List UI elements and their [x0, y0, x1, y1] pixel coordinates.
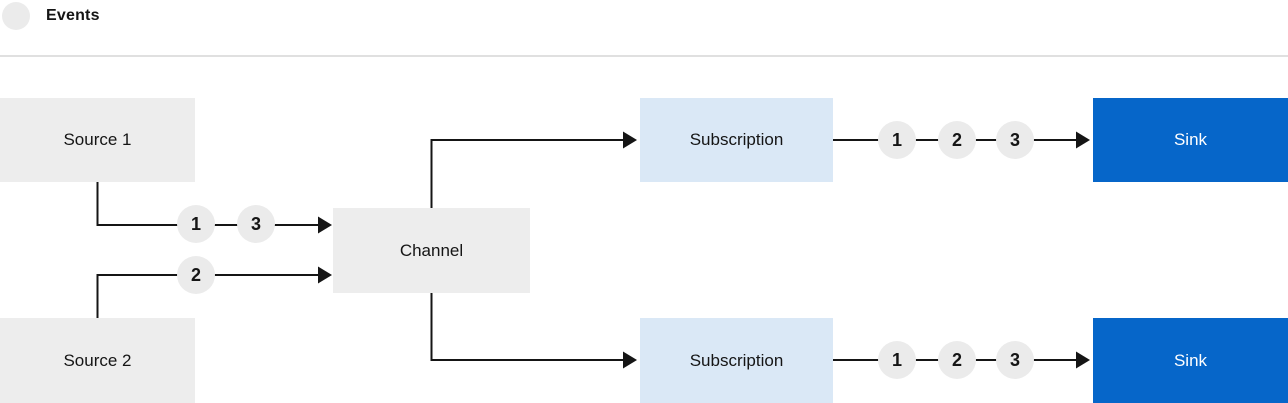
legend: Events — [2, 2, 100, 30]
arrowhead-into-sink2 — [1076, 351, 1090, 369]
node-subscription-1-label: Subscription — [689, 130, 784, 149]
event-circle-icon — [2, 2, 30, 30]
arrowhead-into-channel-top — [318, 216, 332, 234]
node-source-2-label: Source 2 — [63, 350, 132, 370]
event-circle-sub1-2: 2 — [938, 121, 976, 159]
wire-channel-to-subscription2 — [430, 293, 624, 361]
node-sink-2-label: Sink — [1173, 350, 1208, 370]
wire-channel-to-subscription1 — [430, 139, 624, 208]
event-circle-source1-1: 1 — [177, 205, 215, 243]
event-circle-sub1-3: 3 — [996, 121, 1034, 159]
node-sink-2: Sink — [1093, 318, 1288, 403]
node-channel: Channel — [333, 208, 530, 293]
node-channel-label: Channel — [399, 240, 464, 260]
event-circle-sub2-2: 2 — [938, 341, 976, 379]
legend-label: Events — [46, 7, 100, 24]
event-circle-source1-3: 3 — [237, 205, 275, 243]
event-circle-sub2-1: 1 — [878, 341, 916, 379]
node-source-1-label: Source 1 — [63, 130, 132, 149]
node-sink-1: Sink — [1093, 98, 1288, 182]
legend-divider — [0, 55, 1288, 57]
arrowhead-into-sink1 — [1076, 131, 1090, 149]
event-circle-source2-2: 2 — [177, 256, 215, 294]
arrowhead-into-subscription2 — [623, 351, 637, 369]
node-subscription-1: Subscription — [640, 98, 833, 182]
node-sink-1-label: Sink — [1173, 130, 1208, 149]
node-source-2: Source 2 — [0, 318, 195, 403]
arrowhead-into-subscription1 — [623, 131, 637, 149]
arrowhead-into-channel-bottom — [318, 266, 332, 284]
event-circle-sub1-1: 1 — [878, 121, 916, 159]
node-source-1: Source 1 — [0, 98, 195, 182]
node-subscription-2-label: Subscription — [689, 350, 784, 370]
event-circle-sub2-3: 3 — [996, 341, 1034, 379]
node-subscription-2: Subscription — [640, 318, 833, 403]
